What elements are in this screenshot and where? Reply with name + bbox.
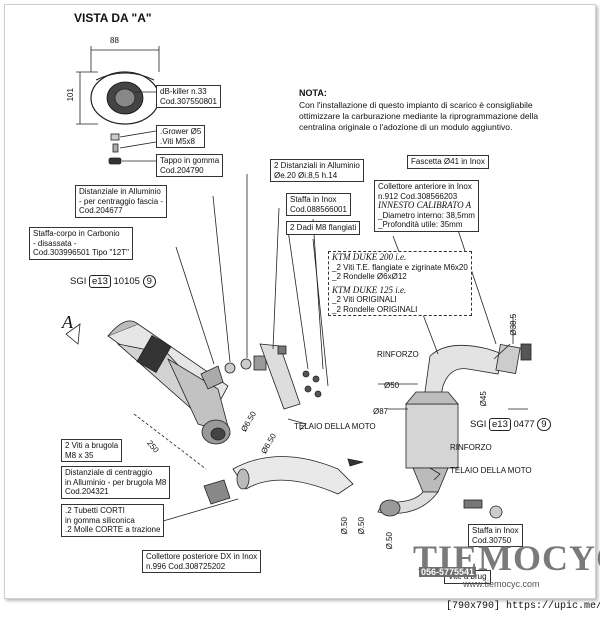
image-source-caption: [790x790] https://upic.me/ [446, 601, 600, 612]
diagram-drawing [65, 46, 532, 525]
silencer-body [107, 320, 231, 470]
telaio-label-1: TELAIO DELLA MOTO [294, 422, 376, 431]
hardware-middle [175, 174, 329, 410]
staffa-carbonio-label: Staffa-corpo in Carbonio- disassata -Cod… [29, 227, 133, 260]
dim-height-101: 101 [65, 88, 75, 102]
dim-d050b: Ø.50 [356, 517, 366, 535]
front-collector [377, 193, 532, 519]
nota-text: Con l'installazione di questo impianto d… [299, 100, 539, 132]
sgi-mark-left: SGI e13 10105 9 [70, 275, 156, 288]
dadi-label: 2 Dadi M8 flangiati [286, 221, 361, 235]
rear-collector [152, 456, 354, 525]
rinforzo-2: RINFORZO [450, 443, 492, 452]
brand-phone: 056-5775541 [419, 567, 477, 577]
grower-label: .Grower Ø5.Viti M5x8 [156, 125, 206, 148]
dim-d50: Ø50 [384, 381, 400, 390]
sgi-mark-right: SGI e13 0477 9 [470, 418, 551, 431]
rinforzo-1: RINFORZO [377, 350, 419, 359]
dim-d45: Ø45 [478, 391, 488, 407]
ktm-box: KTM DUKE 200 i.e. _2 Viti T.E. flangiate… [328, 251, 472, 316]
dim-d050c: Ø.50 [384, 532, 394, 550]
end-cap-view [76, 46, 160, 165]
tubetti-label: .2 Tubetti CORTI in gomma siliconica.2 M… [61, 504, 165, 537]
dim-d87: Ø87 [373, 407, 389, 416]
dim-width-88: 88 [110, 36, 119, 45]
frame-arrows [65, 323, 441, 481]
dim-d050a: Ø.50 [339, 517, 349, 535]
fascetta-label: Fascetta Ø41 in Inox [407, 155, 489, 169]
dim-d385: Ø38.5 [509, 313, 519, 336]
telaio-label-2: TELAIO DELLA MOTO [450, 466, 532, 475]
brand-website: www.tiemocyc.com [463, 579, 540, 589]
brand-watermark: TIEMOCYC 056-5775541 www.tiemocyc.com [413, 537, 600, 607]
nota-title: NOTA: [299, 88, 327, 98]
distanziale-fascia-label: Distanziale in Alluminio- per centraggio… [75, 185, 168, 218]
view-a-marker: A [62, 312, 73, 332]
view-title: VISTA DA "A" [74, 11, 152, 25]
